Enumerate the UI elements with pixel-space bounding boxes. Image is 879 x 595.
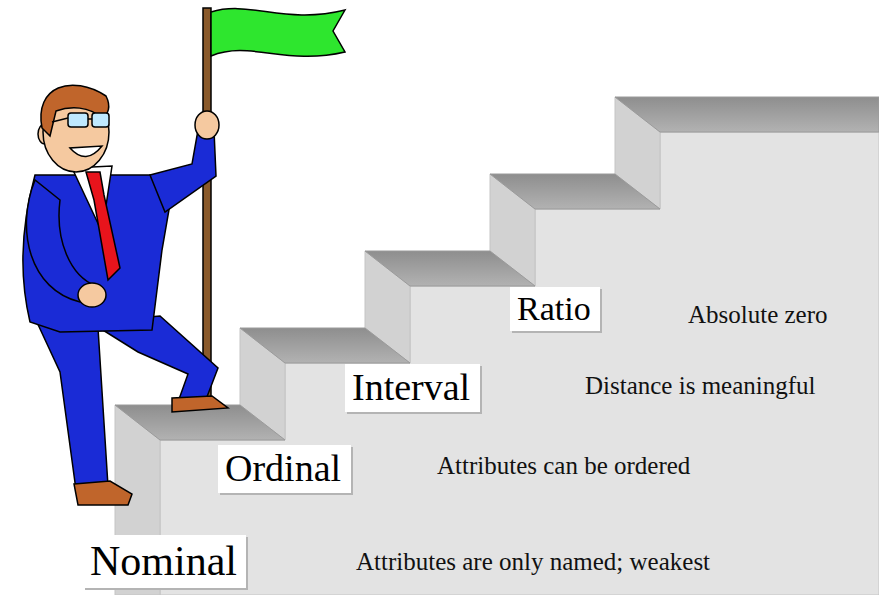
scale-level-box: Nominal xyxy=(83,535,246,588)
shoe xyxy=(74,481,132,505)
stair-tread xyxy=(365,251,535,286)
fist xyxy=(78,283,106,307)
glasses xyxy=(68,113,88,127)
raised-arm xyxy=(150,130,216,212)
green-flag xyxy=(211,9,345,57)
glasses-bridge xyxy=(52,118,92,122)
scale-level-name: Ratio xyxy=(517,289,593,328)
scale-level-name: Ordinal xyxy=(225,447,344,491)
level-description: Attributes are only named; weakest xyxy=(356,548,710,577)
scale-level-box: Ratio xyxy=(510,287,600,331)
scale-level-name: Nominal xyxy=(90,537,239,585)
level-description: Absolute zero xyxy=(688,301,828,330)
level-description: Distance is meaningful xyxy=(585,372,816,401)
scale-level-name: Interval xyxy=(352,366,473,410)
shoe xyxy=(172,396,228,412)
hand xyxy=(195,111,219,139)
glasses xyxy=(92,113,109,127)
stair-tread xyxy=(240,328,410,363)
standing-leg xyxy=(35,318,108,490)
tie xyxy=(86,172,120,280)
scale-level-box: Ordinal xyxy=(218,445,351,493)
stair-tread xyxy=(615,97,879,132)
smile xyxy=(70,146,102,157)
flag-pole xyxy=(203,8,211,400)
hair xyxy=(41,85,109,136)
level-description: Attributes can be ordered xyxy=(437,452,690,481)
stair-tread xyxy=(490,174,660,209)
scale-level-box: Interval xyxy=(345,364,480,412)
stair-front-face xyxy=(160,132,879,595)
